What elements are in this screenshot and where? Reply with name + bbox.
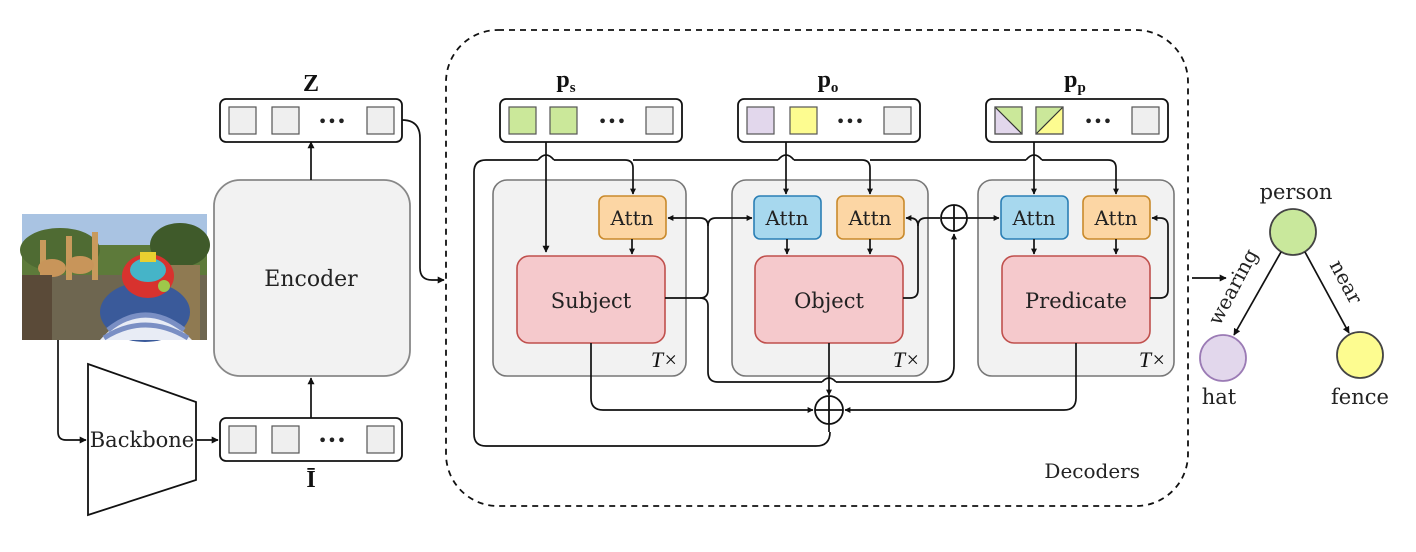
svg-text:Attn: Attn — [764, 206, 808, 230]
svg-text:•••: ••• — [1084, 112, 1112, 131]
node-fence — [1336, 331, 1384, 379]
subject-box: Subject — [516, 255, 666, 344]
svg-text:Attn: Attn — [1011, 206, 1055, 230]
encoder-label: Encoder — [264, 267, 358, 292]
svg-text:Predicate: Predicate — [1025, 289, 1127, 313]
predicate-loop-arrow — [1150, 215, 1169, 299]
input-image — [20, 214, 210, 342]
object-to-oplus-line — [917, 217, 940, 227]
backbone-label: Backbone — [90, 428, 194, 452]
predicate-box: Predicate — [1001, 255, 1151, 344]
subject-to-oplus-arrow — [699, 234, 954, 383]
z-memory-row: ••• — [219, 98, 403, 143]
svg-text:Subject: Subject — [551, 289, 632, 313]
node-fence-label: fence — [1331, 385, 1389, 409]
node-hat-label: hat — [1202, 385, 1237, 409]
object-self-attn-box: Attn — [753, 195, 822, 240]
svg-text:•••: ••• — [318, 431, 346, 450]
image-to-backbone-arrow — [57, 340, 87, 444]
edge-wearing-label: wearing — [1203, 244, 1263, 328]
sum-node-top — [940, 204, 968, 232]
predicate-self-attn-box: Attn — [1000, 195, 1069, 240]
encoder-block — [213, 179, 411, 377]
svg-text:Object: Object — [794, 289, 864, 313]
subject-queries-row: ••• — [499, 98, 683, 143]
svg-text:•••: ••• — [836, 112, 864, 131]
node-person — [1269, 208, 1317, 256]
backbone-shape — [87, 362, 197, 517]
sum-node-bottom — [814, 395, 844, 425]
object-queries-row: ••• — [737, 98, 921, 143]
memory-bus-object — [633, 159, 870, 194]
subject-to-object-attn-arrow — [707, 215, 753, 227]
predicate-to-sum-arrow — [844, 343, 1077, 413]
subject-attn-box: Attn — [598, 195, 667, 240]
svg-text:Attn: Attn — [609, 206, 653, 230]
predicate-repeat-label: T× — [1139, 347, 1166, 372]
ps-label: ps — [556, 67, 575, 96]
po-label: po — [818, 67, 839, 96]
memory-bus-predicate — [870, 159, 1116, 194]
svg-text:Attn: Attn — [1093, 206, 1137, 230]
subject-repeat-label: T× — [651, 347, 678, 372]
svg-text:•••: ••• — [598, 112, 626, 131]
node-hat — [1199, 334, 1247, 382]
pp-label: pp — [1064, 67, 1086, 96]
object-cross-attn-box: Attn — [836, 195, 905, 240]
object-loop-arrow — [903, 215, 919, 299]
edge-near — [1304, 251, 1350, 334]
i-bar-label: Ī — [306, 467, 315, 493]
node-person-label: person — [1260, 180, 1333, 204]
svg-text:•••: ••• — [318, 112, 346, 131]
decoders-container — [445, 29, 1189, 507]
edge-wearing — [1233, 251, 1282, 336]
predicate-queries-row: ••• — [985, 98, 1169, 143]
memory-bus-subject — [473, 159, 831, 447]
z-label: Z — [303, 71, 319, 97]
image-features-row: ••• — [219, 417, 403, 462]
decoders-label: Decoders — [1044, 459, 1140, 483]
predicate-cross-attn-box: Attn — [1082, 195, 1151, 240]
z-to-decoders-arrow — [401, 119, 445, 284]
object-box: Object — [754, 255, 904, 344]
svg-text:Attn: Attn — [847, 206, 891, 230]
subject-to-sum-arrow — [590, 343, 814, 413]
object-repeat-label: T× — [893, 347, 920, 372]
